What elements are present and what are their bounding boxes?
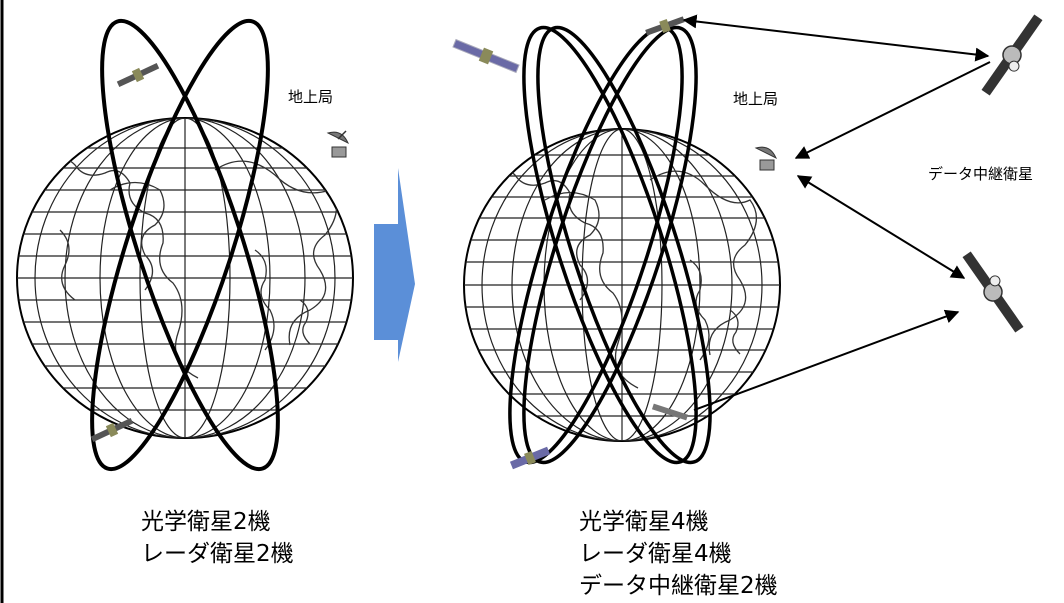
right-orbits — [508, 25, 712, 465]
link-leo-to-relay-bottom — [693, 309, 960, 411]
relay-satellite-top-icon — [981, 14, 1043, 96]
left-orbits — [90, 18, 280, 472]
left-ground-station-label: 地上局 — [288, 88, 334, 106]
left-caption-line-2: レーダ衛星2機 — [141, 541, 294, 567]
right-caption: 光学衛星4機 レーダ衛星4機 データ中継衛星2機 — [579, 506, 778, 602]
right-caption-line-2: レーダ衛星4機 — [579, 541, 732, 567]
right-satellite-bottom-left — [509, 446, 551, 470]
left-caption: 光学衛星2機 レーダ衛星2機 — [141, 506, 294, 570]
right-satellite-top-right — [645, 16, 685, 36]
link-relay-top-to-ground — [794, 61, 991, 159]
transition-arrow — [374, 168, 415, 362]
left-satellite-bottom — [90, 417, 134, 443]
left-globe — [16, 117, 354, 439]
left-satellite-top — [116, 62, 160, 88]
relay-satellite-label: データ中継衛星 — [928, 165, 1034, 183]
right-ground-station-icon — [754, 146, 777, 171]
link-relay-bottom-to-ground — [796, 175, 966, 279]
relay-satellite-bottom-icon — [962, 251, 1024, 333]
link-leo-to-relay-top — [682, 14, 990, 62]
communication-links — [682, 14, 991, 411]
left-ground-station-icon — [326, 130, 349, 158]
right-ground-station-label: 地上局 — [733, 90, 779, 108]
left-caption-line-1: 光学衛星2機 — [141, 509, 271, 535]
right-satellite-top-left — [452, 38, 520, 74]
right-caption-line-3: データ中継衛星2機 — [579, 573, 778, 599]
right-satellite-bottom-right — [651, 403, 689, 421]
right-caption-line-1: 光学衛星4機 — [579, 509, 709, 535]
